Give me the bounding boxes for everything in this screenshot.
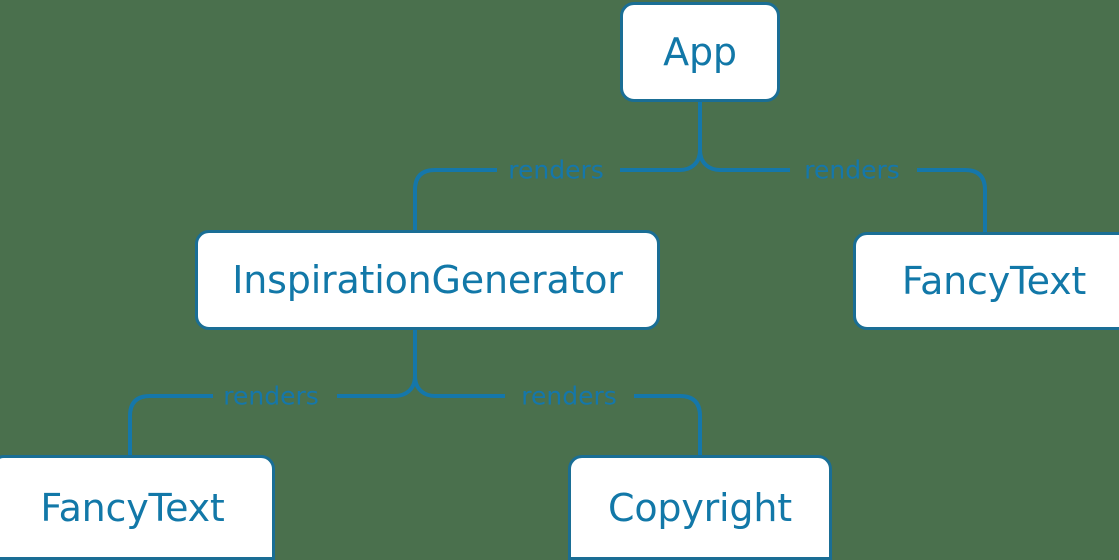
edge-label-app-to-inspirationgenerator: renders [508, 155, 604, 185]
edge-app-to-fancytext-right [917, 168, 987, 232]
edge-label-inspirationgenerator-to-fancytext-left: renders [223, 381, 319, 411]
edge-label-app-to-fancytext-right: renders [804, 155, 900, 185]
node-inspirationgenerator-label: InspirationGenerator [232, 258, 623, 302]
edge-app-split-right [698, 149, 790, 172]
node-fancytext-right[interactable]: FancyText [853, 232, 1119, 330]
edge-app-split-left [620, 149, 702, 172]
node-fancytext-left[interactable]: FancyText [0, 455, 275, 560]
node-copyright-label: Copyright [608, 485, 792, 530]
edge-app-to-inspirationgenerator [413, 168, 497, 230]
edge-inspgen-split-left [337, 375, 417, 398]
node-fancytext-left-label: FancyText [40, 485, 225, 530]
node-inspirationgenerator[interactable]: InspirationGenerator [195, 230, 660, 330]
node-fancytext-right-label: FancyText [901, 259, 1087, 303]
edge-inspirationgenerator-to-copyright [634, 394, 702, 455]
node-app-label: App [663, 30, 737, 74]
edge-inspirationgenerator-to-fancytext-left [128, 394, 213, 455]
node-copyright[interactable]: Copyright [568, 455, 832, 560]
edge-label-inspirationgenerator-to-copyright: renders [521, 381, 617, 411]
node-app[interactable]: App [620, 2, 780, 102]
edge-inspgen-split-right [413, 375, 505, 398]
